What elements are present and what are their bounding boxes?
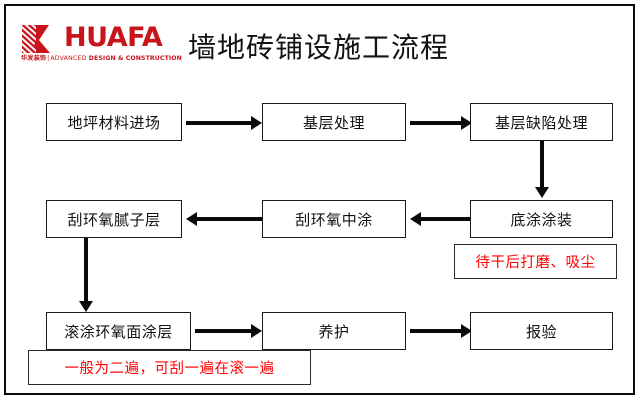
arrow-shaft: [410, 329, 463, 333]
arrow-shaft: [186, 121, 253, 125]
flow-node-epoxy-topcoat-roll[interactable]: 滚涂环氧面涂层: [46, 312, 191, 350]
logo-tagline: 华发装饰|ADVANCED DESIGN & CONSTRUCTION: [21, 55, 189, 63]
logo-wordmark: HUAFA: [64, 22, 163, 53]
flow-arrow-n5-n6: [186, 212, 262, 226]
flow-arrow-n7-n8: [195, 324, 262, 338]
flow-note-two-coats: 一般为二遍，可刮一遍在滚一遍: [28, 350, 311, 385]
slide-header: HUAFA 华发装饰|ADVANCED DESIGN & CONSTRUCTIO…: [6, 6, 637, 84]
arrow-shaft: [84, 238, 88, 303]
flow-node-epoxy-putty-layer[interactable]: 刮环氧腻子层: [46, 200, 182, 238]
arrow-shaft: [195, 217, 262, 221]
arrow-head: [251, 324, 262, 338]
flow-arrow-n2-n3: [410, 116, 472, 130]
logo-tagline-separator: |: [47, 55, 50, 62]
flow-node-material-entry[interactable]: 地坪材料进场: [46, 103, 182, 141]
logo-tagline-cn: 华发装饰: [21, 55, 47, 62]
flow-node-inspection[interactable]: 报验: [470, 312, 613, 350]
k-monogram-icon: [22, 25, 50, 53]
arrow-head: [186, 212, 197, 226]
huafa-logo: HUAFA 华发装饰|ADVANCED DESIGN & CONSTRUCTIO…: [20, 22, 188, 68]
flow-arrow-n3-n4: [534, 141, 550, 198]
arrow-head: [410, 212, 421, 226]
flow-arrow-n1-n2: [186, 116, 262, 130]
arrow-shaft: [540, 141, 544, 189]
logo-tagline-advanced: ADVANCED: [50, 55, 87, 62]
arrow-head: [79, 301, 93, 312]
slide-frame-border: HUAFA 华发装饰|ADVANCED DESIGN & CONSTRUCTIO…: [4, 4, 635, 395]
page-title: 墙地砖铺设施工流程: [188, 31, 450, 64]
arrow-shaft: [419, 217, 472, 221]
flow-node-epoxy-midcoat[interactable]: 刮环氧中涂: [262, 200, 406, 238]
flow-arrow-n6-n7: [78, 238, 94, 312]
flow-arrow-n8-n9: [410, 324, 472, 338]
arrow-head: [461, 116, 472, 130]
flow-node-curing[interactable]: 养护: [262, 312, 406, 350]
arrow-head: [251, 116, 262, 130]
flow-node-substrate-defect-treatment[interactable]: 基层缺陷处理: [470, 103, 613, 141]
arrow-shaft: [410, 121, 463, 125]
logo-tagline-design-construction: DESIGN & CONSTRUCTION: [88, 55, 182, 62]
flow-node-primer-coating[interactable]: 底涂涂装: [470, 200, 613, 238]
flow-arrow-n4-n5: [410, 212, 472, 226]
arrow-shaft: [195, 329, 253, 333]
arrow-head: [535, 187, 549, 198]
flow-note-dry-sand-vacuum: 待干后打磨、吸尘: [454, 244, 617, 279]
arrow-head: [461, 324, 472, 338]
flow-node-substrate-treatment[interactable]: 基层处理: [262, 103, 406, 141]
